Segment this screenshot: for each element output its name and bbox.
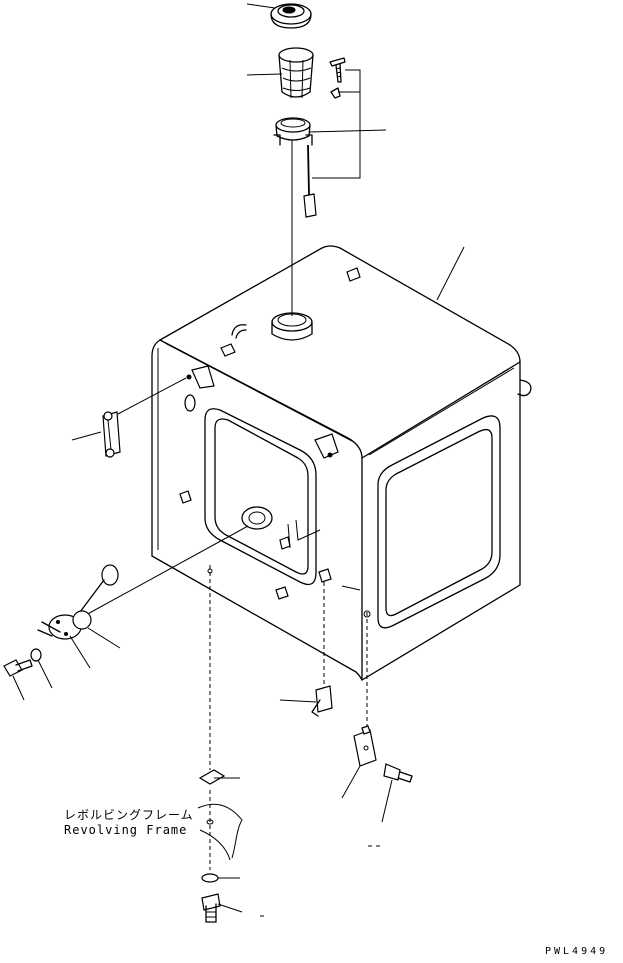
sight-gauge	[102, 411, 121, 458]
mount-bracket-right	[314, 433, 339, 459]
plug-drain-upper	[318, 568, 332, 583]
drawing-code: PWL4949	[545, 946, 609, 957]
bolt-bottom	[201, 893, 221, 923]
mount-bracket-upper	[191, 365, 215, 389]
clip-center	[279, 536, 291, 550]
plug-left	[179, 490, 192, 504]
side-hook	[517, 379, 532, 397]
leader-bracket-top	[312, 69, 361, 179]
washer-bottom	[201, 873, 219, 883]
filler-cap	[270, 3, 312, 29]
filler-neck	[273, 117, 313, 146]
sender-port	[241, 506, 273, 530]
filler-port	[271, 312, 313, 341]
washer-small	[30, 648, 42, 662]
tank-body	[151, 245, 521, 681]
sender-flange	[37, 610, 92, 640]
lock-clip	[330, 87, 360, 99]
shim-plate	[198, 769, 226, 785]
top-fitting-left	[220, 343, 236, 357]
bolt-left	[3, 659, 33, 677]
level-gauge	[303, 144, 317, 218]
strainer	[278, 47, 314, 99]
revolving-frame-section	[197, 790, 243, 870]
drain-cock	[383, 763, 413, 783]
vent-hook	[231, 324, 247, 336]
top-fitting-right	[346, 267, 361, 282]
frame-label-japanese: レボルビングフレーム	[64, 808, 194, 822]
elbow-fitting	[311, 685, 333, 717]
screw	[329, 57, 346, 83]
frame-label-english: Revolving Frame	[64, 823, 188, 837]
boss-upper	[184, 394, 196, 412]
drain-valve	[353, 725, 377, 767]
plug-bottom	[275, 586, 289, 600]
float	[79, 564, 119, 613]
